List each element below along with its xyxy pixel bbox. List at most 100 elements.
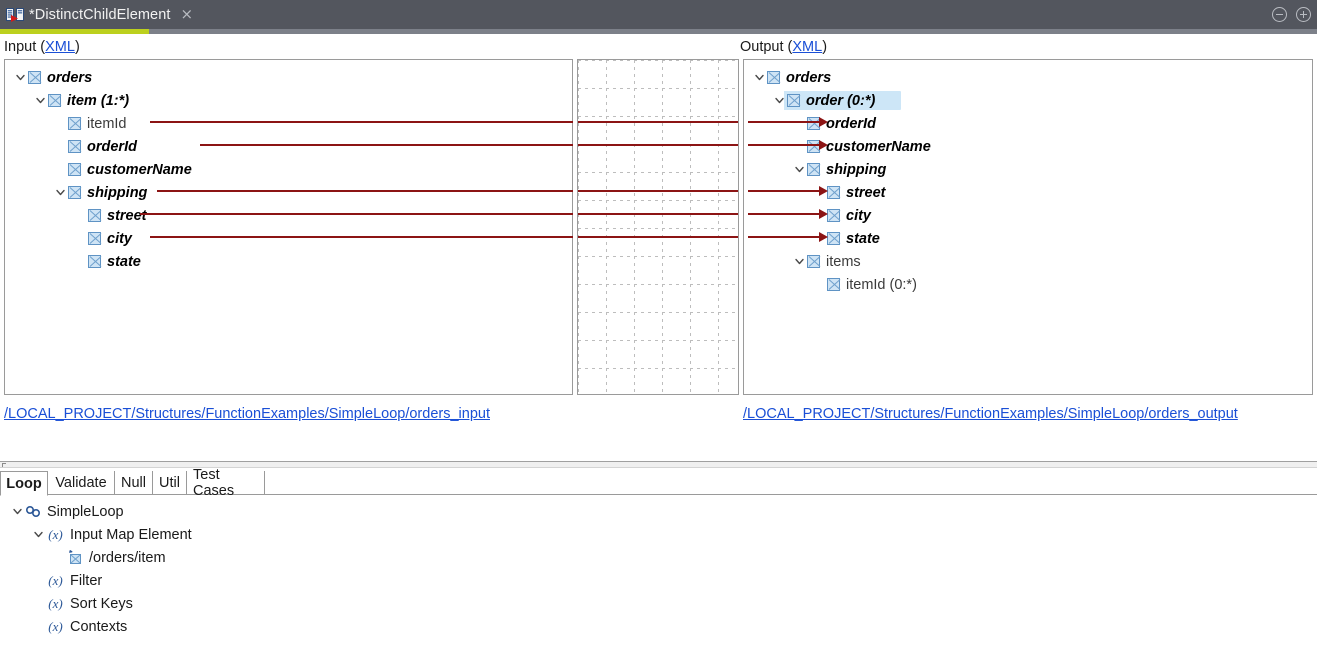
output-path-link[interactable]: /LOCAL_PROJECT/Structures/FunctionExampl… [743, 406, 1238, 422]
node-checkbox-icon[interactable] [68, 140, 81, 153]
tree-row[interactable]: customerName [5, 158, 192, 181]
tree-row[interactable]: city [744, 204, 871, 227]
editor-tab-distinctchildelement[interactable]: *DistinctChildElement × [0, 0, 199, 29]
grid-line-horizontal [578, 88, 738, 89]
chevron-down-icon[interactable] [752, 74, 767, 81]
node-checkbox-icon[interactable] [827, 186, 840, 199]
grid-line-horizontal [578, 340, 738, 341]
tree-row[interactable]: item (1:*) [5, 89, 129, 112]
function-tree-row[interactable]: /orders/item [52, 546, 166, 569]
node-checkbox-icon[interactable] [48, 94, 61, 107]
function-tree[interactable]: SimpleLoop(x)Input Map Element/orders/it… [0, 496, 1317, 649]
tree-row[interactable]: street [5, 204, 147, 227]
node-checkbox-icon[interactable] [827, 278, 840, 291]
tab-label: Null [121, 475, 146, 491]
tree-row[interactable]: itemId (0:*) [744, 273, 917, 296]
tree-node-label: shipping [826, 161, 887, 178]
tree-node-label: orderId [826, 115, 876, 132]
chevron-down-icon[interactable] [31, 531, 46, 538]
tree-node-label: item (1:*) [67, 92, 130, 109]
tree-row[interactable]: orderId [744, 112, 876, 135]
tree-node-label: city [107, 230, 132, 247]
node-checkbox-icon[interactable] [68, 186, 81, 199]
tree-node-label: orders [786, 69, 832, 86]
node-checkbox-icon[interactable] [88, 255, 101, 268]
node-checkbox-icon[interactable] [807, 255, 820, 268]
input-xml-link[interactable]: XML [45, 39, 75, 55]
node-checkbox-icon[interactable] [767, 71, 780, 84]
tree-row[interactable]: items [744, 250, 861, 273]
tree-node-label: street [107, 207, 147, 224]
tree-row[interactable]: customerName [744, 135, 931, 158]
active-tab-accent [0, 29, 149, 34]
editor-tab-label: *DistinctChildElement [29, 6, 171, 23]
tab-test-cases[interactable]: Test Cases [187, 467, 265, 499]
input-panel-label: Input (XML) [4, 39, 80, 55]
node-checkbox-icon[interactable] [88, 209, 101, 222]
tab-label: Validate [55, 475, 107, 491]
chevron-down-icon[interactable] [13, 74, 28, 81]
node-checkbox-icon[interactable] [28, 71, 41, 84]
node-checkbox-icon[interactable] [807, 140, 820, 153]
tab-util[interactable]: Util [153, 471, 187, 495]
tab-label: Loop [6, 475, 42, 492]
tab-label: Test Cases [193, 467, 235, 499]
tree-row[interactable]: state [5, 250, 141, 273]
chevron-down-icon[interactable] [10, 508, 25, 515]
close-icon[interactable]: × [180, 5, 194, 23]
output-xml-link[interactable]: XML [792, 39, 823, 55]
node-checkbox-icon[interactable] [88, 232, 101, 245]
tree-row[interactable]: city [5, 227, 132, 250]
tab-validate[interactable]: Validate [48, 471, 115, 495]
panel-sash[interactable] [0, 461, 1317, 468]
function-tree-row[interactable]: SimpleLoop [10, 500, 124, 523]
tree-row[interactable]: street [744, 181, 886, 204]
tab-loop[interactable]: Loop [0, 471, 48, 496]
function-tree-row[interactable]: (x)Contexts [31, 615, 127, 638]
input-path-link[interactable]: /LOCAL_PROJECT/Structures/FunctionExampl… [4, 406, 490, 422]
function-tree-label: Input Map Element [70, 526, 192, 543]
mapping-grid-canvas[interactable] [577, 59, 739, 395]
output-tree-panel[interactable]: orders order (0:*) orderId customerName ship… [743, 59, 1313, 395]
function-icon: (x) [48, 573, 63, 588]
chevron-down-icon[interactable] [792, 166, 807, 173]
node-checkbox-icon[interactable] [827, 209, 840, 222]
node-checkbox-icon[interactable] [807, 117, 820, 130]
chevron-down-icon[interactable] [33, 97, 48, 104]
tree-row[interactable]: shipping [744, 158, 886, 181]
grid-line-horizontal [578, 116, 738, 117]
tree-node-label: order (0:*) [806, 92, 876, 109]
tree-row[interactable]: orders [744, 66, 831, 89]
tree-node-label: customerName [87, 161, 192, 178]
tree-row[interactable]: shipping [5, 181, 147, 204]
tree-node-label: state [846, 230, 880, 247]
tab-null[interactable]: Null [115, 471, 153, 495]
chevron-down-icon[interactable] [53, 189, 68, 196]
node-checkbox-icon[interactable] [787, 94, 800, 107]
node-checkbox-icon[interactable] [68, 117, 81, 130]
function-icon: (x) [48, 619, 63, 634]
function-tree-row[interactable]: (x)Sort Keys [31, 592, 133, 615]
tree-row[interactable]: orderId [5, 135, 137, 158]
function-tree-label: /orders/item [89, 549, 166, 566]
function-tree-label: SimpleLoop [47, 503, 124, 520]
node-checkbox-icon[interactable] [807, 163, 820, 176]
grid-line-vertical [606, 60, 607, 394]
tree-row[interactable]: orders [5, 66, 92, 89]
tree-row-selected[interactable]: order (0:*) [744, 89, 876, 112]
function-tree-row[interactable]: (x)Input Map Element [31, 523, 192, 546]
tree-row[interactable]: state [744, 227, 880, 250]
chevron-down-icon[interactable] [792, 258, 807, 265]
tree-node-label: street [846, 184, 886, 201]
grid-line-vertical [690, 60, 691, 394]
tree-row[interactable]: itemId [5, 112, 127, 135]
maximize-icon[interactable] [1296, 7, 1311, 22]
node-checkbox-icon[interactable] [827, 232, 840, 245]
chevron-down-icon[interactable] [772, 97, 787, 104]
node-checkbox-icon[interactable] [68, 163, 81, 176]
function-tree-row[interactable]: (x)Filter [31, 569, 102, 592]
input-label-text: Input ( [4, 39, 46, 55]
minimize-icon[interactable] [1272, 7, 1287, 22]
window-controls [1272, 0, 1311, 29]
